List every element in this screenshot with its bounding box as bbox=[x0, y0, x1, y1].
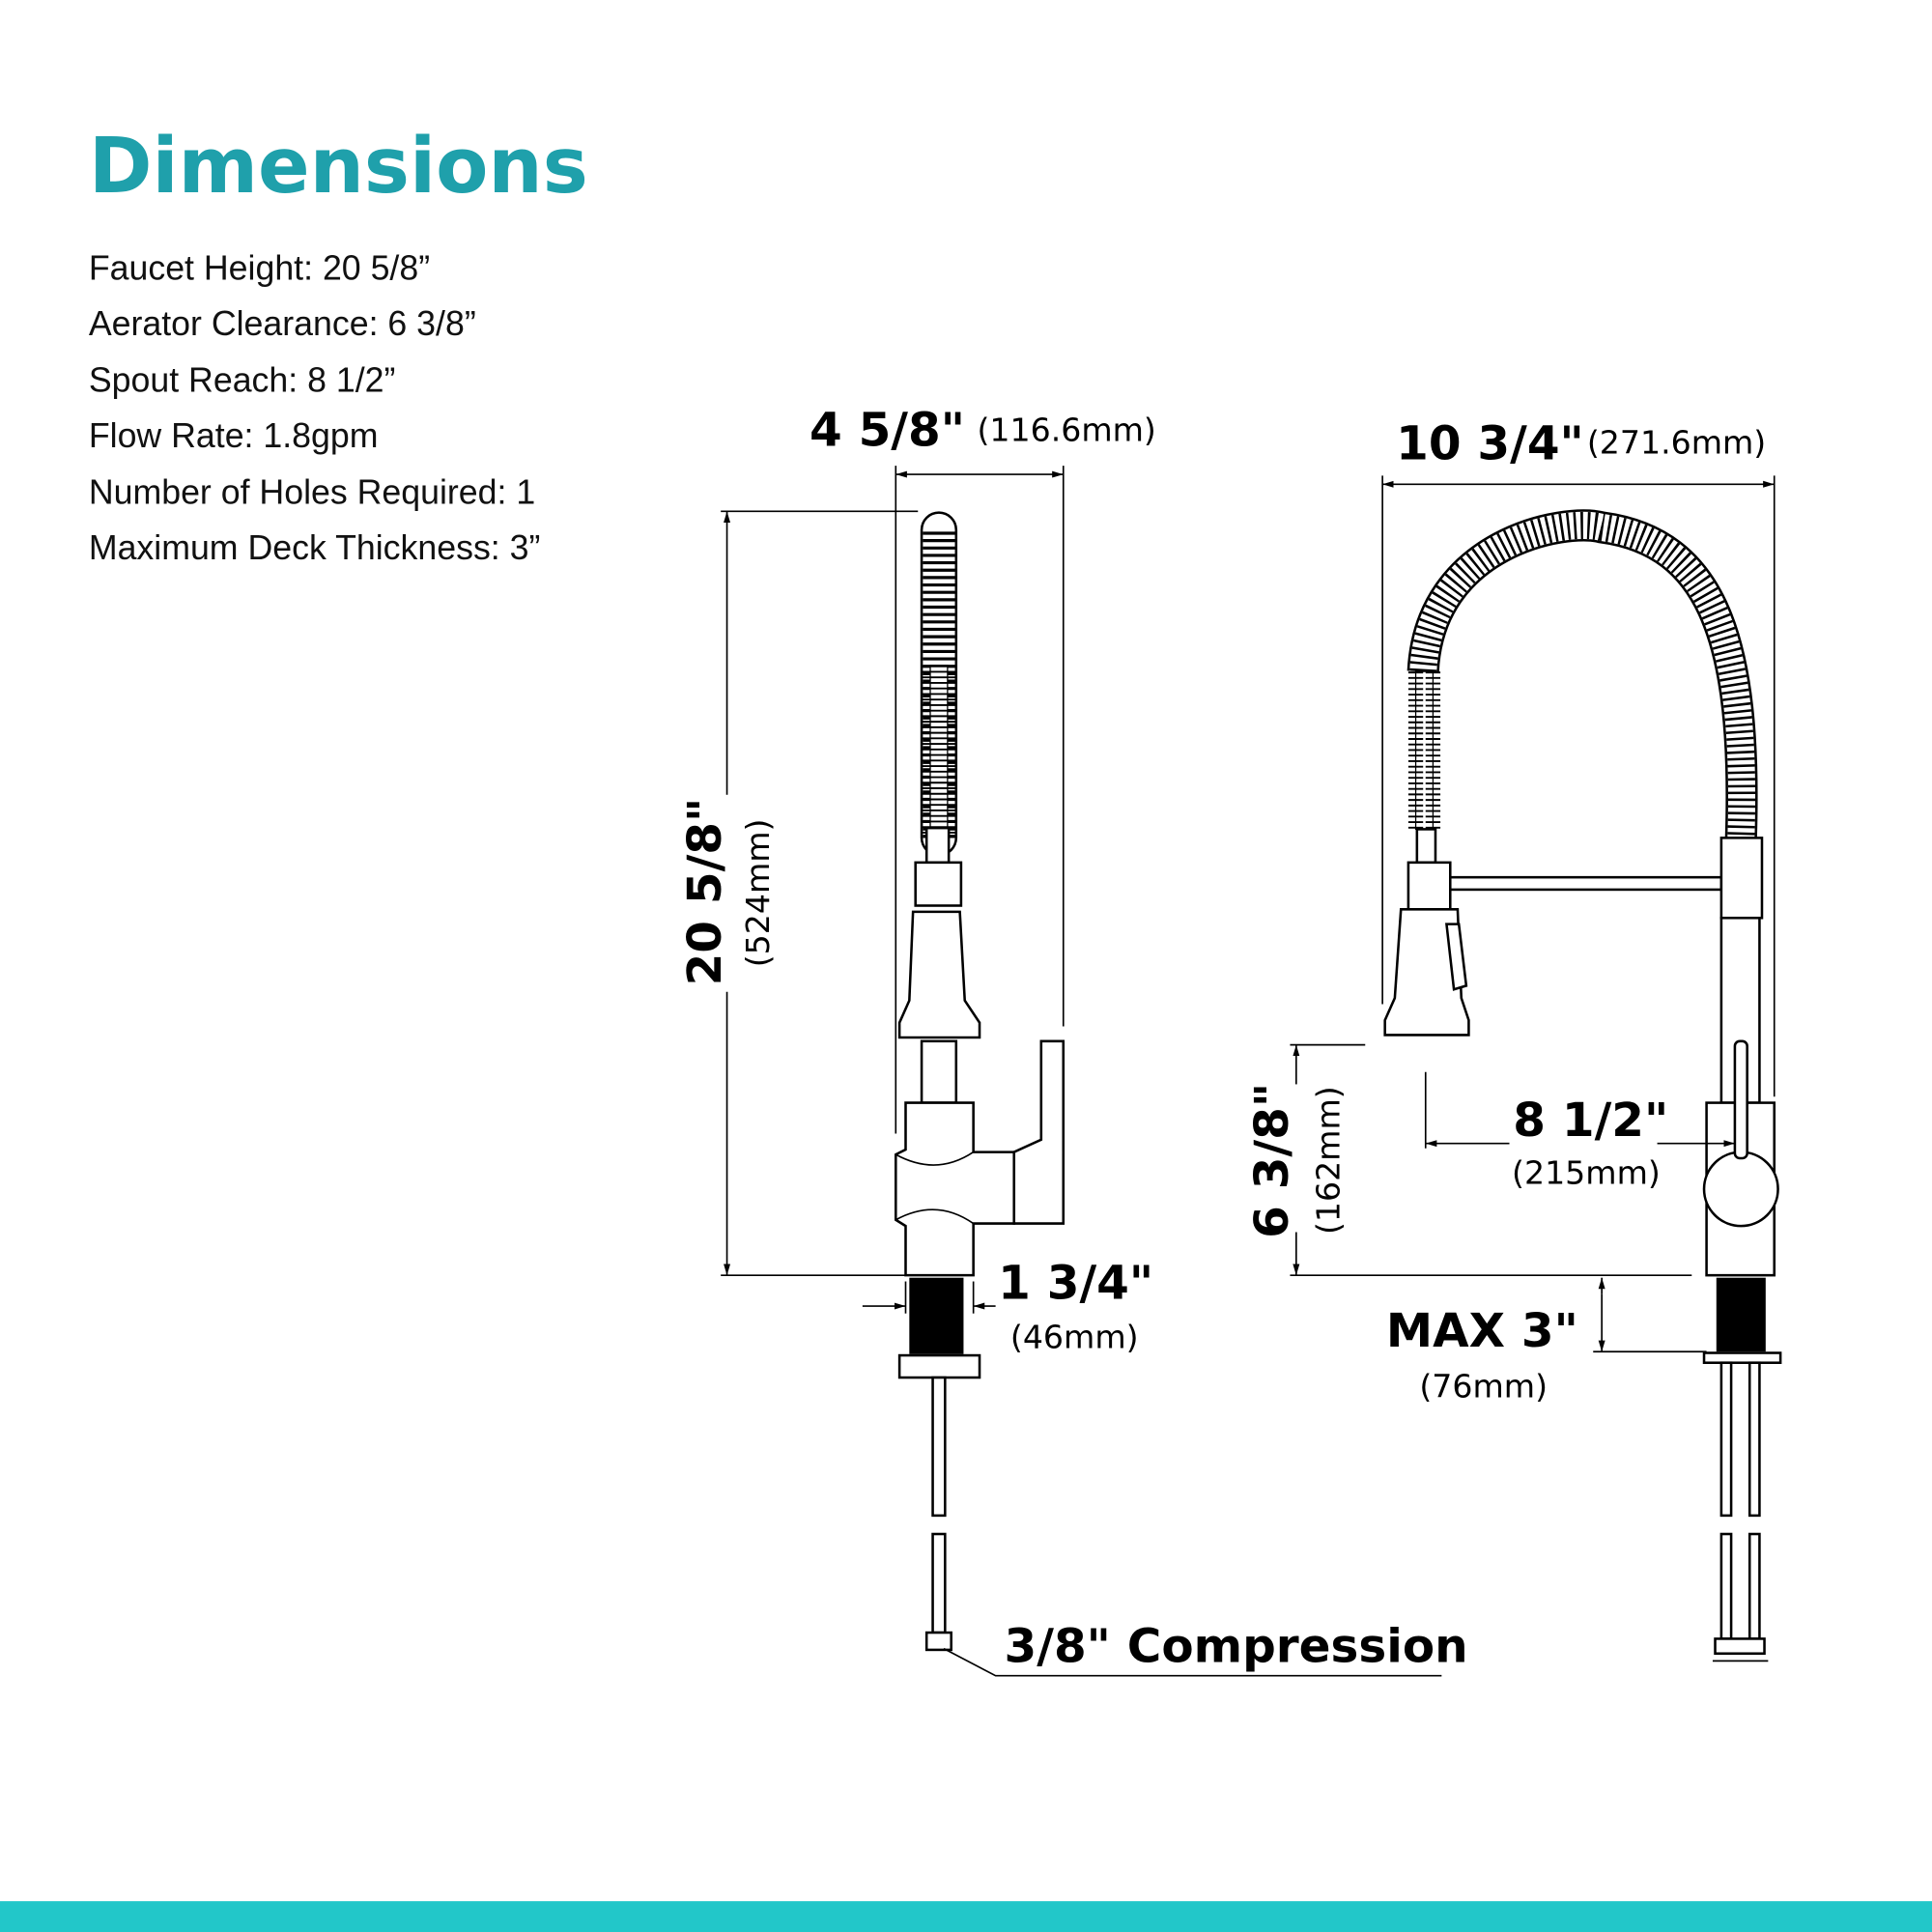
side-height-label: 20 5/8" bbox=[678, 798, 732, 986]
side-view-drawing: 4 5/8" (116.6mm) 20 5/8" (524mm) bbox=[678, 404, 1468, 1677]
spring-coil-arc bbox=[1406, 509, 1758, 838]
spec-spout-reach: Spout Reach: 8 1/2” bbox=[89, 361, 396, 400]
spec-list: Faucet Height: 20 5/8” Aerator Clearance… bbox=[89, 249, 541, 568]
spout-arm bbox=[1449, 875, 1723, 892]
front-width-label: 10 3/4" bbox=[1396, 417, 1584, 471]
handle bbox=[1012, 1039, 1065, 1225]
side-height-mm: (524mm) bbox=[739, 819, 777, 968]
spec-flow-rate: Flow Rate: 1.8gpm bbox=[89, 416, 379, 455]
side-width-mm: (116.6mm) bbox=[977, 412, 1155, 449]
base-width-mm: (46mm) bbox=[1010, 1318, 1139, 1355]
lever bbox=[1733, 1039, 1748, 1160]
page-title: Dimensions bbox=[89, 122, 588, 211]
shank bbox=[1716, 1277, 1766, 1352]
spec-deck-thickness: Maximum Deck Thickness: 3” bbox=[89, 528, 541, 567]
side-width-label: 4 5/8" bbox=[810, 404, 965, 458]
clearance-label: 6 3/8" bbox=[1245, 1083, 1299, 1238]
reach-mm: (215mm) bbox=[1512, 1154, 1661, 1192]
spec-faucet-height: Faucet Height: 20 5/8” bbox=[89, 249, 430, 288]
hex-nut bbox=[914, 861, 963, 907]
spec-holes: Number of Holes Required: 1 bbox=[89, 473, 535, 512]
deck-label: MAX 3" bbox=[1386, 1304, 1578, 1358]
footer-bar bbox=[0, 1901, 1932, 1932]
sprayer-head bbox=[897, 910, 981, 1039]
reach-label: 8 1/2" bbox=[1513, 1094, 1668, 1148]
deck-mm: (76mm) bbox=[1419, 1367, 1548, 1405]
trigger bbox=[1445, 923, 1468, 991]
spring-coil bbox=[920, 511, 958, 857]
spec-aerator-clearance: Aerator Clearance: 6 3/8” bbox=[89, 304, 476, 343]
faucet-body bbox=[895, 1101, 1016, 1277]
compression-label: 3/8" Compression bbox=[1005, 1620, 1468, 1674]
front-width-mm: (271.6mm) bbox=[1587, 423, 1766, 461]
clearance-mm: (162mm) bbox=[1309, 1086, 1347, 1235]
collar bbox=[1719, 837, 1764, 920]
base-width-label: 1 3/4" bbox=[998, 1256, 1153, 1310]
supply-line bbox=[931, 1376, 947, 1518]
shank bbox=[909, 1277, 964, 1354]
front-view-drawing: 10 3/4" (271.6mm) 6 3/8" bbox=[1245, 417, 1782, 1662]
compression-leader bbox=[943, 1647, 1442, 1677]
